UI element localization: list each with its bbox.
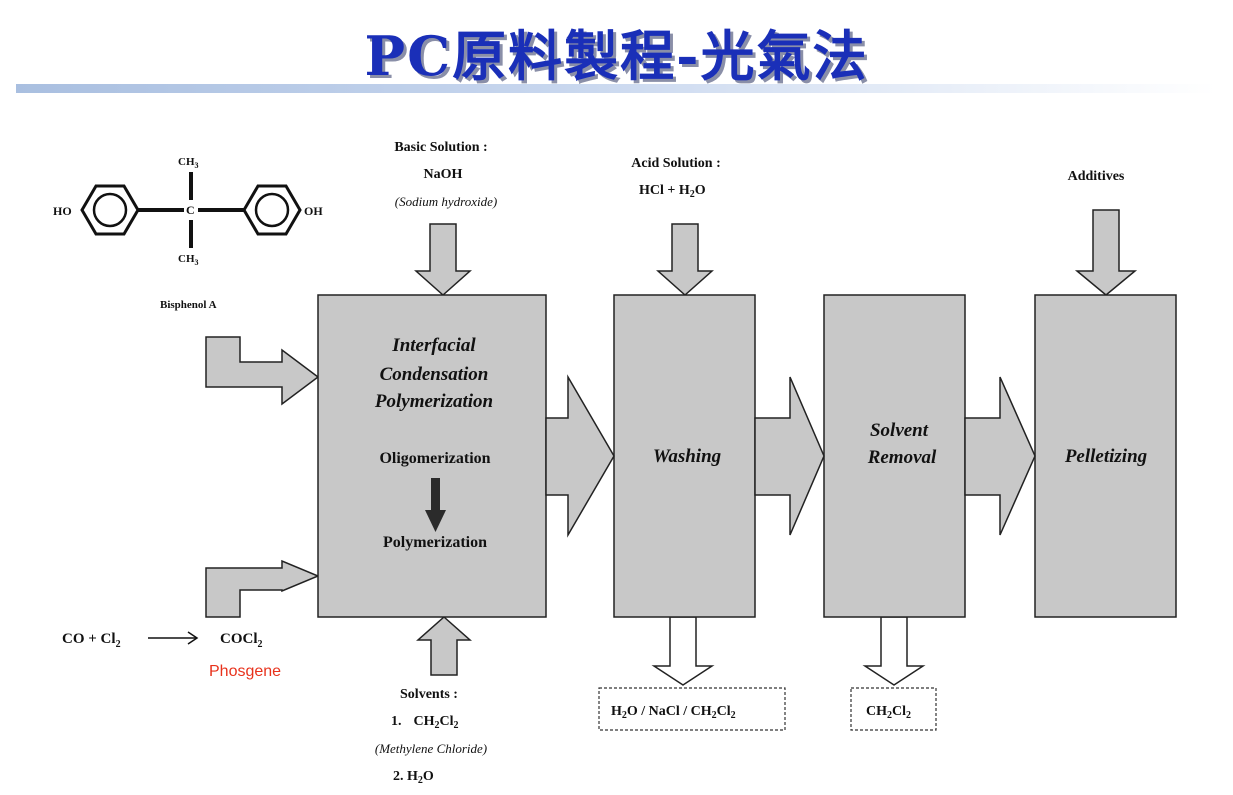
basic-solution-label: Basic Solution :	[394, 140, 487, 155]
washing-output-sub3: 2	[731, 710, 736, 721]
acid-formula-part1: HCl + H	[639, 183, 690, 198]
oligomerization-label: Oligomerization	[379, 450, 490, 467]
phosgene-input-arrow	[205, 559, 320, 618]
svg-text:COCl2: COCl2	[220, 631, 263, 650]
interfacial-label-line2: Condensation	[380, 364, 489, 385]
solvent-output-sub1: 2	[887, 710, 892, 721]
solvent-output-arrow	[862, 616, 926, 686]
washing-label: Washing	[653, 446, 721, 467]
central-carbon-label: C	[186, 203, 195, 217]
sodium-hydroxide-label: (Sodium hydroxide)	[395, 194, 497, 209]
ch3-top-label: CH	[178, 156, 195, 168]
right-ring-circle	[254, 192, 290, 228]
solvent-item1-a: CH	[414, 714, 435, 729]
svg-text:CO + Cl2: CO + Cl2	[62, 631, 121, 650]
additives-down-arrow	[1074, 209, 1138, 296]
svg-text:H2O / NaCl / CH2Cl2: H2O / NaCl / CH2Cl2	[611, 704, 736, 721]
phosgene-product-subscript: 2	[258, 639, 263, 650]
title-underline	[16, 84, 1216, 93]
washing-output-sub2: 2	[712, 710, 717, 721]
svg-text:2. H2O: 2. H2O	[393, 769, 434, 786]
svg-text:1.CH2Cl2: 1.CH2Cl2	[391, 714, 459, 731]
flow-arrow-3	[964, 376, 1036, 536]
solvent-item1-b: Cl	[440, 714, 454, 729]
phosgene-product: COCl	[220, 631, 258, 647]
svg-text:CH3: CH3	[178, 253, 199, 267]
page-title: PC原料製程-光氣法	[364, 24, 869, 88]
methylene-chloride-label: (Methylene Chloride)	[375, 741, 487, 756]
washing-output-b: O / NaCl / CH	[627, 704, 712, 719]
washing-output-c: Cl	[717, 704, 731, 719]
solvent-output-b: Cl	[892, 704, 906, 719]
ch3-bottom-label: CH	[178, 253, 195, 265]
solvent-removal-line1: Solvent	[870, 420, 929, 441]
naoh-label: NaOH	[424, 167, 463, 182]
acid-down-arrow	[656, 223, 714, 297]
reaction-arrow	[148, 631, 199, 645]
naoh-down-arrow	[414, 223, 472, 297]
bisphenol-a-structure	[80, 172, 302, 248]
solvent-output-box	[850, 687, 937, 731]
washing-output-box	[598, 687, 786, 731]
solvent-item2-b: O	[423, 769, 434, 784]
svg-text:CH3: CH3	[178, 156, 199, 170]
solvent-removal-line2: Removal	[867, 447, 937, 468]
polymerization-label: Polymerization	[383, 534, 487, 551]
solvent-output-a: CH	[866, 704, 887, 719]
additives-label: Additives	[1068, 169, 1125, 184]
phosgene-name: Phosgene	[209, 663, 281, 680]
washing-output-arrow	[651, 616, 715, 686]
washing-output-sub1: 2	[622, 710, 627, 721]
solvent-item1-sub2: 2	[454, 720, 459, 731]
washing-box	[613, 294, 756, 618]
interfacial-label-line1: Interfacial	[391, 335, 476, 356]
phosgene-reactants-subscript: 2	[116, 639, 121, 650]
bisphenol-a-label: Bisphenol A	[160, 299, 217, 311]
pelletizing-label: Pelletizing	[1064, 446, 1147, 467]
solvent-output-sub2: 2	[906, 710, 911, 721]
ch3-top-subscript: 3	[195, 161, 199, 170]
solvents-label: Solvents :	[400, 687, 458, 702]
svg-text:HCl + H2O: HCl + H2O	[639, 183, 706, 200]
left-ring-circle	[92, 192, 128, 228]
solvent-item1-number: 1.	[391, 714, 402, 729]
right-benzene-ring	[242, 184, 302, 236]
solvent-item1-sub1: 2	[435, 720, 440, 731]
washing-output-a: H	[611, 704, 622, 719]
solvent-item2-sub: 2	[418, 775, 423, 786]
flow-arrow-1	[545, 374, 615, 538]
acid-solution-label: Acid Solution :	[631, 156, 720, 171]
oh-label: OH	[304, 204, 323, 218]
solvent-item2-a: 2. H	[393, 769, 418, 784]
interfacial-label-line3: Polymerization	[374, 391, 493, 412]
oligomer-to-polymer-arrow	[425, 478, 446, 532]
solvent-removal-box	[823, 294, 966, 618]
pelletizing-box	[1034, 294, 1177, 618]
acid-formula-subscript: 2	[690, 189, 695, 200]
flow-arrow-2	[754, 376, 825, 536]
acid-formula-part2: O	[695, 183, 706, 198]
svg-text:CH2Cl2: CH2Cl2	[866, 704, 911, 721]
polymerization-box	[317, 294, 547, 618]
phosgene-reactants: CO + Cl	[62, 631, 116, 647]
solvents-up-arrow	[416, 615, 472, 676]
ho-label: HO	[53, 204, 72, 218]
bisphenol-input-arrow	[205, 336, 320, 406]
ch3-bottom-subscript: 3	[195, 258, 199, 267]
